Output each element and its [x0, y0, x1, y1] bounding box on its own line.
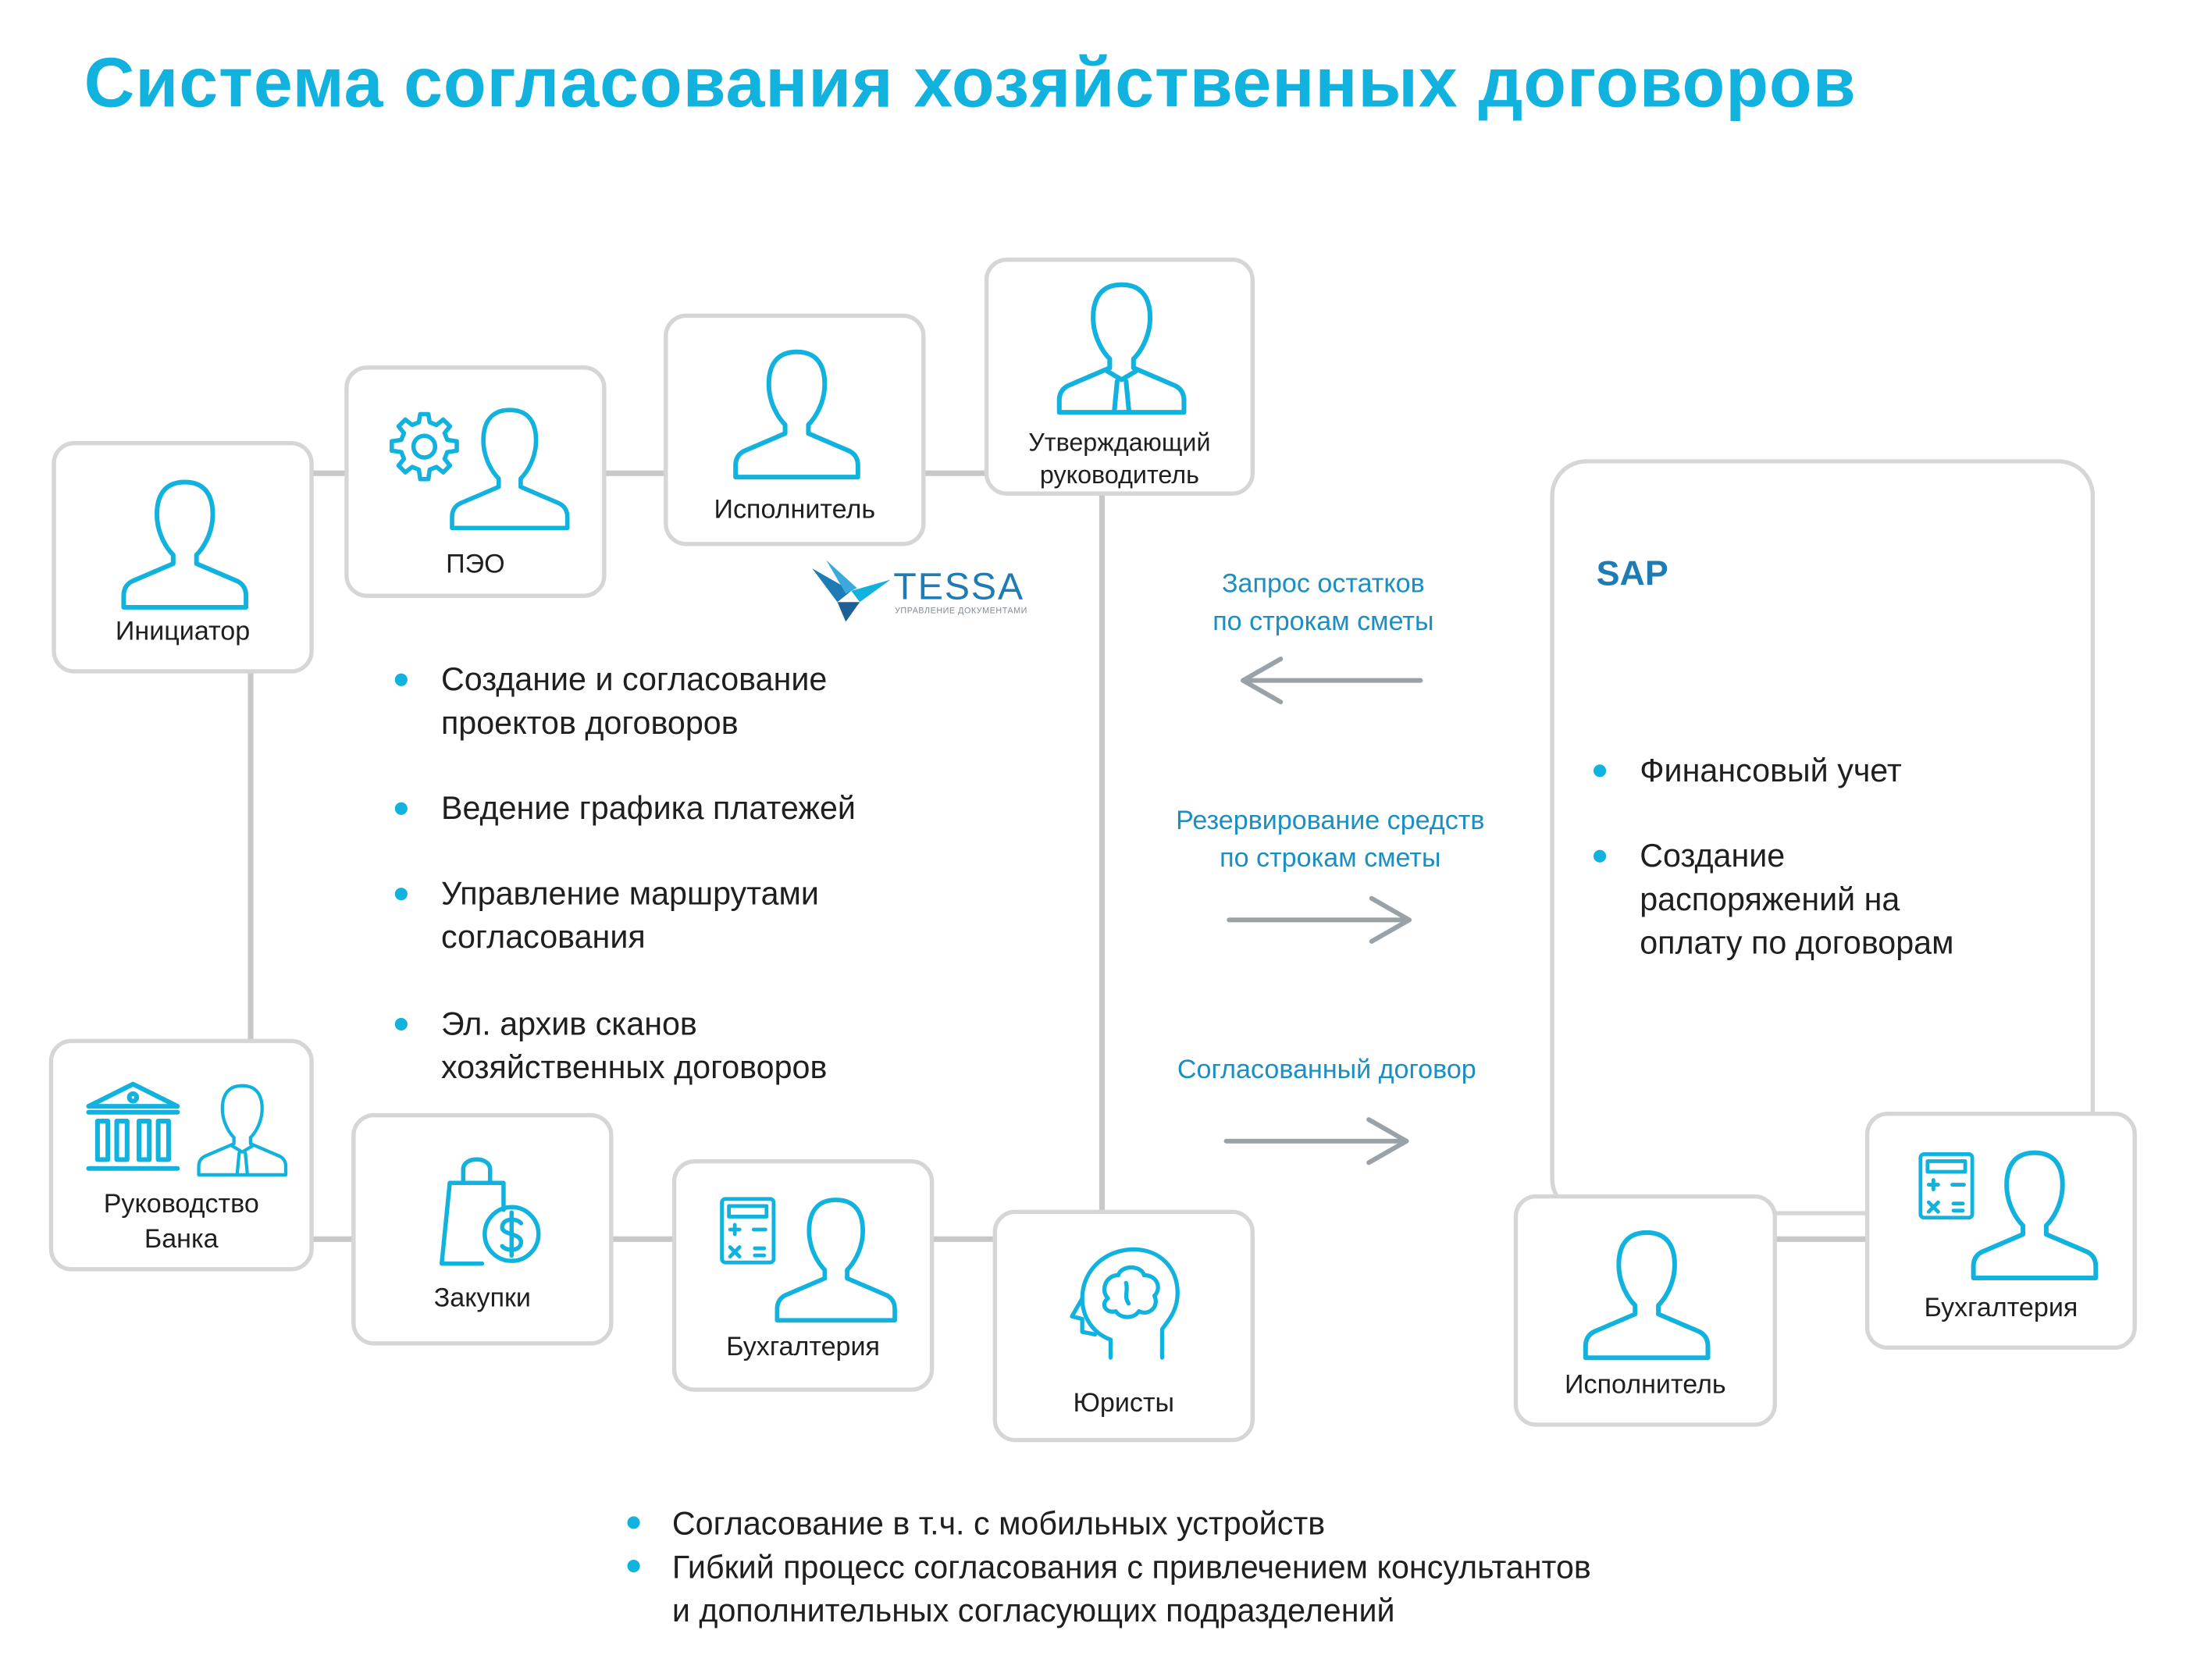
- flow-line1: Резервирование средств: [1176, 806, 1485, 836]
- flow-label-approved-contract: Согласованный договор: [1127, 1052, 1526, 1089]
- bird-logo-icon: [812, 560, 891, 622]
- flow-label-reservation: Резервирование средств по строкам сметы: [1127, 803, 1533, 878]
- arrow-right-icon: [1223, 1117, 1409, 1166]
- calculator-icon: [720, 1197, 776, 1265]
- person-icon: [1583, 1230, 1711, 1361]
- connector-left-vertical: [247, 669, 254, 1042]
- gear-icon: [390, 411, 459, 482]
- connector-right-vertical: [1099, 493, 1106, 1213]
- node-label: Исполнитель: [1565, 1370, 1726, 1401]
- person-icon: [1971, 1150, 2099, 1281]
- feature-line2: проектов договоров: [440, 704, 739, 741]
- flow-label-balance-request: Запрос остатков по строкам сметы: [1148, 566, 1498, 642]
- node-sap-accounting: Бухгалтерия: [1864, 1112, 2137, 1350]
- feature-line1: Ведение графика платежей: [440, 789, 856, 827]
- connector-sap-bottom: [1772, 1236, 1871, 1242]
- node-label: Юристы: [1073, 1389, 1175, 1418]
- feature-line1: Создание: [1640, 837, 1786, 874]
- bank-icon: [86, 1081, 180, 1171]
- feature-line1: Финансовый учет: [1640, 752, 1902, 788]
- connector-bottom-row: [308, 1236, 997, 1242]
- person-icon: [450, 408, 570, 531]
- page-title: Система согласования хозяйственных догов…: [84, 43, 1857, 123]
- node-label: Исполнитель: [714, 495, 876, 525]
- brain-head-icon: [1070, 1247, 1180, 1360]
- person-icon: [733, 349, 860, 480]
- sap-title: SAP: [1596, 554, 1668, 594]
- arrow-right-icon: [1227, 895, 1412, 944]
- node-label-line1: Руководство: [103, 1190, 259, 1220]
- flow-line2: по строкам сметы: [1220, 844, 1441, 874]
- node-label-line1: Утверждающий: [1028, 428, 1211, 457]
- feature-line2: согласования: [440, 918, 646, 956]
- flow-line1: Запрос остатков: [1221, 569, 1425, 600]
- feature-line3: оплату по договорам: [1640, 924, 1954, 961]
- person-icon: [775, 1198, 897, 1323]
- footer-line2: и дополнительных согласующих подразделен…: [671, 1592, 1395, 1628]
- manager-icon: [197, 1084, 288, 1177]
- footer-line1: Гибкий процесс согласования с привлечени…: [671, 1548, 1591, 1586]
- calculator-icon: [1918, 1152, 1975, 1220]
- shopping-bag-dollar-icon: [439, 1157, 541, 1266]
- footer-line1: Согласование в т.ч. с мобильных устройст…: [671, 1505, 1326, 1542]
- feature-line1: Эл. архив сканов: [440, 1005, 697, 1042]
- arrow-left-icon: [1241, 657, 1423, 705]
- node-label: Бухгалтерия: [1924, 1294, 2078, 1323]
- node-executor: Исполнитель: [664, 313, 926, 546]
- feature-line1: Создание и согласование: [440, 660, 828, 698]
- tessa-logo-name: TESSA: [893, 565, 1025, 608]
- feature-line2: хозяйственных договоров: [440, 1048, 828, 1085]
- node-label: Инициатор: [115, 617, 251, 647]
- node-procurement: Закупки: [351, 1112, 614, 1346]
- person-icon: [121, 479, 249, 610]
- node-bank-management: Руководство Банка: [48, 1038, 314, 1272]
- node-label-line2: руководитель: [1039, 461, 1199, 489]
- tessa-logo: TESSA УПРАВЛЕНИЕ ДОКУМЕНТАМИ: [810, 560, 1027, 625]
- node-accounting: Бухгалтерия: [671, 1159, 935, 1392]
- tessa-logo-tagline: УПРАВЛЕНИЕ ДОКУМЕНТАМИ: [895, 607, 1027, 617]
- connector-top-row: [308, 470, 997, 476]
- feature-line2: распоряжений на: [1640, 881, 1900, 917]
- manager-icon: [1056, 282, 1187, 415]
- node-lawyers: Юристы: [992, 1209, 1255, 1443]
- flow-line2: по строкам сметы: [1213, 607, 1434, 638]
- feature-line1: Управление маршрутами: [440, 874, 819, 912]
- sap-container: [1550, 459, 2096, 1216]
- node-initiator: Инициатор: [52, 440, 314, 674]
- node-label-line2: Банка: [144, 1225, 219, 1255]
- node-approver: Утверждающий руководитель: [984, 258, 1255, 496]
- flow-line1: Согласованный договор: [1177, 1055, 1476, 1085]
- node-label: Бухгалтерия: [726, 1333, 880, 1363]
- node-label: ПЭО: [446, 550, 505, 580]
- node-sap-executor: Исполнитель: [1513, 1194, 1777, 1427]
- node-peo: ПЭО: [344, 365, 607, 598]
- node-label: Закупки: [433, 1283, 531, 1314]
